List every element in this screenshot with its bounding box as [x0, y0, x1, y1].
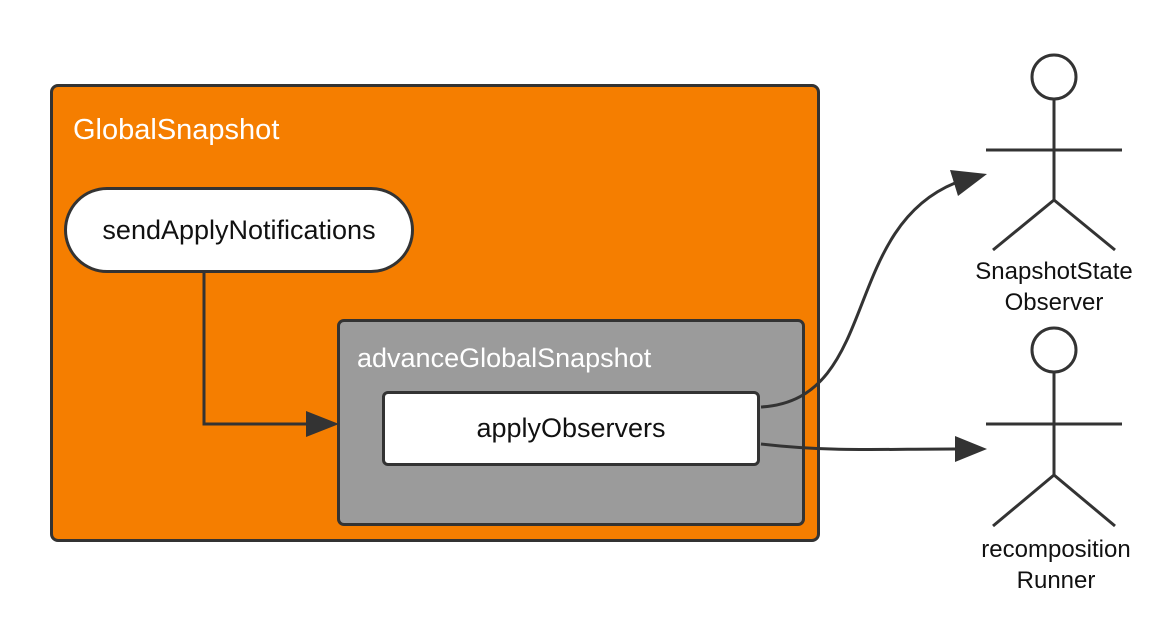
send-apply-notifications-label: sendApplyNotifications — [102, 214, 376, 245]
recomposition-runner-actor — [986, 326, 1122, 528]
edge-apply-to-recomposition-runner-arrowhead — [955, 436, 987, 462]
snapshot-state-observer-actor — [986, 53, 1122, 252]
apply-observers-label: applyObservers — [476, 413, 666, 443]
recomposition-runner-label: recomposition Runner — [946, 534, 1166, 596]
send-apply-notifications-node: sendApplyNotifications — [64, 187, 414, 273]
actor-right-leg — [1053, 198, 1116, 252]
actor-head — [1030, 326, 1078, 374]
edge-apply-to-state-observer — [760, 181, 956, 409]
snapshot-state-observer-label-line2: Observer — [1004, 289, 1104, 316]
edge-send-to-advance — [202, 273, 307, 426]
apply-observers-node: applyObservers — [382, 391, 760, 466]
recomposition-runner-label-line2: Runner — [1016, 567, 1096, 594]
edge-send-to-advance-arrowhead — [306, 411, 339, 437]
actor-head — [1030, 53, 1078, 101]
snapshot-state-observer-label: SnapshotState Observer — [944, 256, 1164, 318]
edge-apply-to-recomposition-runner — [760, 442, 956, 452]
global-snapshot-label: GlobalSnapshot — [73, 114, 280, 146]
snapshot-state-observer-label-line1: SnapshotState — [975, 258, 1133, 285]
actor-right-leg — [1053, 473, 1116, 528]
advance-global-snapshot-label: advanceGlobalSnapshot — [357, 343, 652, 373]
recomposition-runner-label-line1: recomposition — [981, 536, 1131, 563]
edge-apply-to-state-observer-arrowhead — [950, 170, 987, 196]
actor-left-leg — [992, 198, 1055, 252]
actor-left-leg — [992, 473, 1055, 528]
